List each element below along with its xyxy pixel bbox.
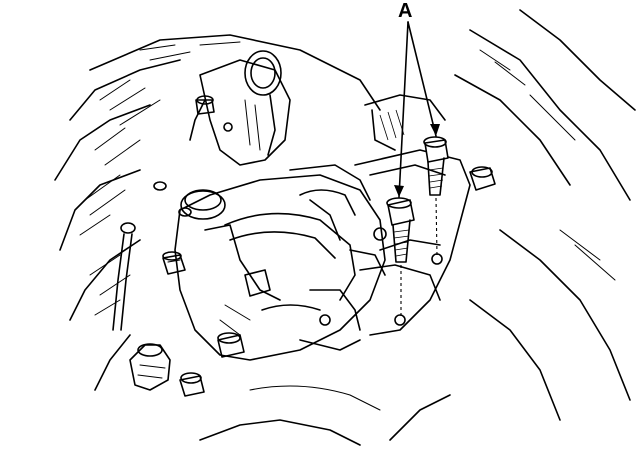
bolt-bottom-left xyxy=(179,372,205,397)
callout-leader-lines xyxy=(394,21,440,198)
bolt-a-lower xyxy=(386,197,415,318)
callout-label-a: A xyxy=(398,0,413,22)
mount-bracket-arm xyxy=(354,94,471,336)
bolt-top-left xyxy=(195,95,215,115)
bolt-a-upper xyxy=(423,136,449,256)
upper-bracket xyxy=(189,50,291,166)
bolt-left-middle xyxy=(162,251,186,275)
engine-block-outline xyxy=(54,9,636,446)
rod-left xyxy=(112,181,167,331)
nut-right xyxy=(469,166,496,191)
bolt-left-lower xyxy=(217,332,245,358)
round-boss xyxy=(178,189,226,220)
sensor-plug xyxy=(129,343,171,391)
engine-mount-body xyxy=(174,164,386,361)
